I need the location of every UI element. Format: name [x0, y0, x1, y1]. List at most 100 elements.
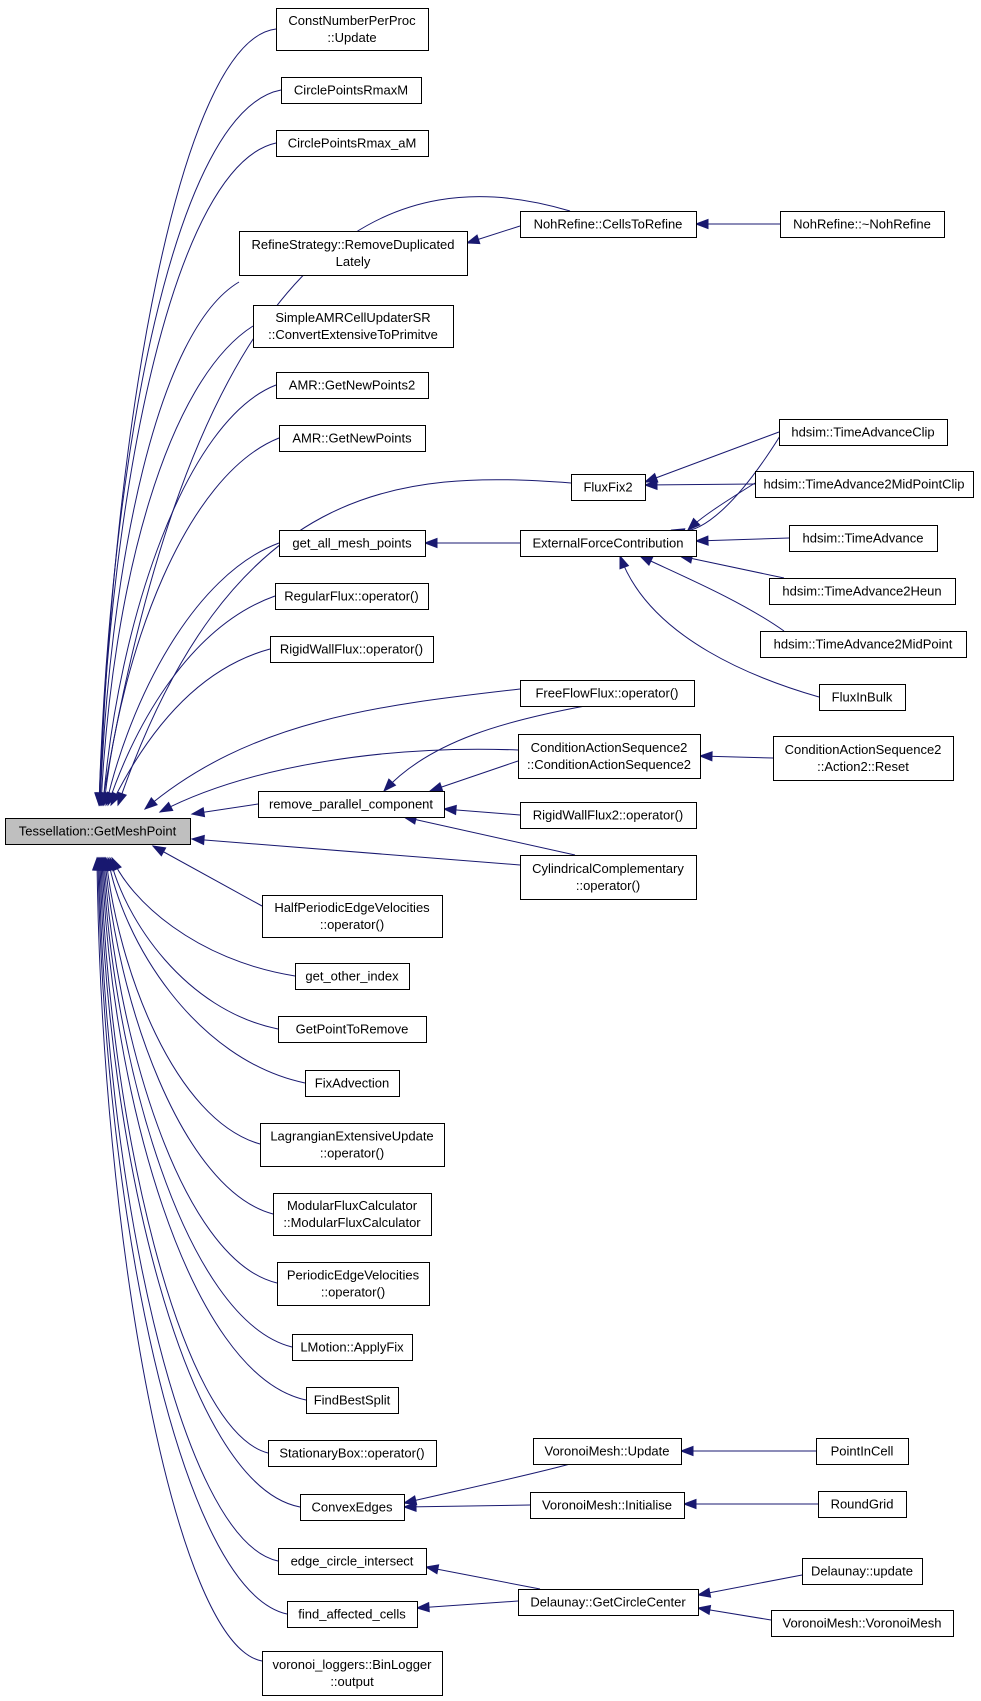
arrowhead-fflx-to-rppc [383, 778, 397, 793]
arrowhead-dupd-to-dgcc [696, 1587, 712, 1598]
node-finb[interactable]: FluxInBulk [819, 684, 906, 711]
node-tamc[interactable]: hdsim::TimeAdvance2MidPointClip [755, 471, 974, 498]
node-box [295, 963, 410, 990]
node-box [769, 578, 956, 605]
node-fafc[interactable]: find_affected_cells [287, 1601, 418, 1628]
node-label: ::Action2::Reset [817, 759, 909, 774]
node-tadv[interactable]: hdsim::TimeAdvance [789, 525, 938, 552]
node-amr1[interactable]: AMR::GetNewPoints [279, 425, 426, 452]
node-nrct[interactable]: NohRefine::CellsToRefine [520, 211, 697, 238]
node-gptr[interactable]: GetPointToRemove [278, 1016, 427, 1043]
node-box [258, 791, 445, 818]
node-root[interactable]: Tessellation::GetMeshPoint [5, 818, 191, 845]
node-ta2m[interactable]: hdsim::TimeAdvance2MidPoint [760, 631, 967, 658]
arrowhead-tamc-to-ffx2 [643, 479, 658, 491]
node-label: ::ModularFluxCalculator [283, 1215, 421, 1230]
node-stbx[interactable]: StationaryBox::operator() [268, 1440, 437, 1467]
node-box [520, 855, 697, 900]
node-label: CirclePointsRmaxM [294, 83, 408, 98]
node-label: ConditionActionSequence2 [785, 742, 942, 757]
node-efco[interactable]: ExternalForceContribution [520, 530, 697, 557]
edge-fafc-to-root [97, 857, 288, 1615]
node-ta2h[interactable]: hdsim::TimeAdvance2Heun [769, 578, 956, 605]
node-box [281, 77, 422, 104]
node-label: HalfPeriodicEdgeVelocities [274, 900, 430, 915]
node-cpra[interactable]: CirclePointsRmax_aM [276, 130, 429, 157]
node-label: FixAdvection [315, 1076, 389, 1091]
node-label: SimpleAMRCellUpdaterSR [275, 310, 430, 325]
node-box [571, 474, 646, 501]
node-fbsp[interactable]: FindBestSplit [306, 1387, 399, 1414]
node-box [802, 1558, 923, 1585]
node-tacl[interactable]: hdsim::TimeAdvanceClip [779, 419, 948, 446]
node-label: AMR::GetNewPoints [292, 431, 412, 446]
node-rwfx[interactable]: RigidWallFlux::operator() [270, 636, 434, 663]
node-label: LagrangianExtensiveUpdate [270, 1129, 433, 1144]
node-samr[interactable]: SimpleAMRCellUpdaterSR::ConvertExtensive… [253, 305, 454, 348]
node-ffx2[interactable]: FluxFix2 [571, 474, 646, 501]
node-box [305, 1070, 400, 1097]
arrowhead-cas2-to-root [158, 801, 174, 813]
node-label: Lately [336, 254, 371, 269]
edge-amr2-to-root [102, 384, 277, 806]
node-dgcc[interactable]: Delaunay::GetCircleCenter [518, 1589, 699, 1616]
node-gamp[interactable]: get_all_mesh_points [279, 530, 426, 557]
node-amr2[interactable]: AMR::GetNewPoints2 [276, 372, 429, 399]
node-box [518, 1589, 699, 1616]
arrowhead-vmvm-to-dgcc [696, 1604, 712, 1616]
node-rflx[interactable]: RegularFlux::operator() [275, 583, 429, 610]
edge-vmin-to-cvxe [403, 1504, 531, 1508]
edge-ecin-to-root [98, 857, 279, 1562]
node-label: ::operator() [320, 1146, 384, 1161]
edge-ta2h-to-efco [679, 555, 785, 579]
edge-cpra-to-root [98, 142, 277, 806]
node-fflx[interactable]: FreeFlowFlux::operator() [520, 680, 695, 707]
node-pevo[interactable]: PeriodicEdgeVelocities::operator() [277, 1262, 430, 1306]
arrowhead-efco-to-gamp [423, 537, 438, 549]
node-dupd[interactable]: Delaunay::update [802, 1558, 923, 1585]
node-cvxe[interactable]: ConvexEdges [300, 1494, 405, 1521]
node-cnpp[interactable]: ConstNumberPerProc::Update [276, 8, 429, 51]
node-vmin[interactable]: VoronoiMesh::Initialise [530, 1492, 685, 1519]
node-label: get_other_index [305, 969, 399, 984]
node-vmup[interactable]: VoronoiMesh::Update [533, 1438, 682, 1465]
node-box [276, 372, 429, 399]
node-cylc[interactable]: CylindricalComplementary::operator() [520, 855, 697, 900]
arrowhead-nrct-to-rsrd [465, 234, 481, 245]
node-goth[interactable]: get_other_index [295, 963, 410, 990]
node-vmvm[interactable]: VoronoiMesh::VoronoiMesh [771, 1610, 954, 1637]
node-label: hdsim::TimeAdvance2MidPointClip [763, 477, 964, 492]
node-rgrd[interactable]: RoundGrid [818, 1491, 907, 1518]
node-rwf2[interactable]: RigidWallFlux2::operator() [520, 802, 697, 829]
node-label: GetPointToRemove [296, 1022, 409, 1037]
node-pinc[interactable]: PointInCell [816, 1438, 909, 1465]
node-box [260, 1123, 445, 1167]
node-lmot[interactable]: LMotion::ApplyFix [292, 1334, 413, 1361]
arrowhead-vlbl-to-root [91, 856, 103, 871]
node-fadv[interactable]: FixAdvection [305, 1070, 400, 1097]
node-box [780, 211, 945, 238]
node-box [262, 895, 443, 938]
node-box [278, 1016, 427, 1043]
edge-tadv-to-efco [695, 537, 790, 542]
node-box [268, 1440, 437, 1467]
node-cprm[interactable]: CirclePointsRmaxM [281, 77, 422, 104]
node-label: Tessellation::GetMeshPoint [19, 824, 177, 839]
arrowhead-pinc-to-vmup [679, 1445, 694, 1457]
node-box [520, 680, 695, 707]
node-hpev[interactable]: HalfPeriodicEdgeVelocities::operator() [262, 895, 443, 938]
node-ecin[interactable]: edge_circle_intersect [278, 1548, 427, 1575]
node-mfcc[interactable]: ModularFluxCalculator::ModularFluxCalcul… [273, 1193, 432, 1236]
node-leup[interactable]: LagrangianExtensiveUpdate::operator() [260, 1123, 445, 1167]
edge-fflx-to-rppc [383, 705, 586, 792]
node-label: ConditionActionSequence2 [531, 740, 688, 755]
arrowhead-fflx-to-root [143, 796, 158, 810]
node-nrdt[interactable]: NohRefine::~NohRefine [780, 211, 945, 238]
node-cas2[interactable]: ConditionActionSequence2::ConditionActio… [518, 734, 701, 779]
node-cas2r[interactable]: ConditionActionSequence2::Action2::Reset [773, 736, 954, 781]
node-label: NohRefine::~NohRefine [793, 217, 931, 232]
node-rppc[interactable]: remove_parallel_component [258, 791, 445, 818]
edge-gamp-to-root [105, 542, 280, 806]
node-vlbl[interactable]: voronoi_loggers::BinLogger::output [262, 1651, 443, 1696]
